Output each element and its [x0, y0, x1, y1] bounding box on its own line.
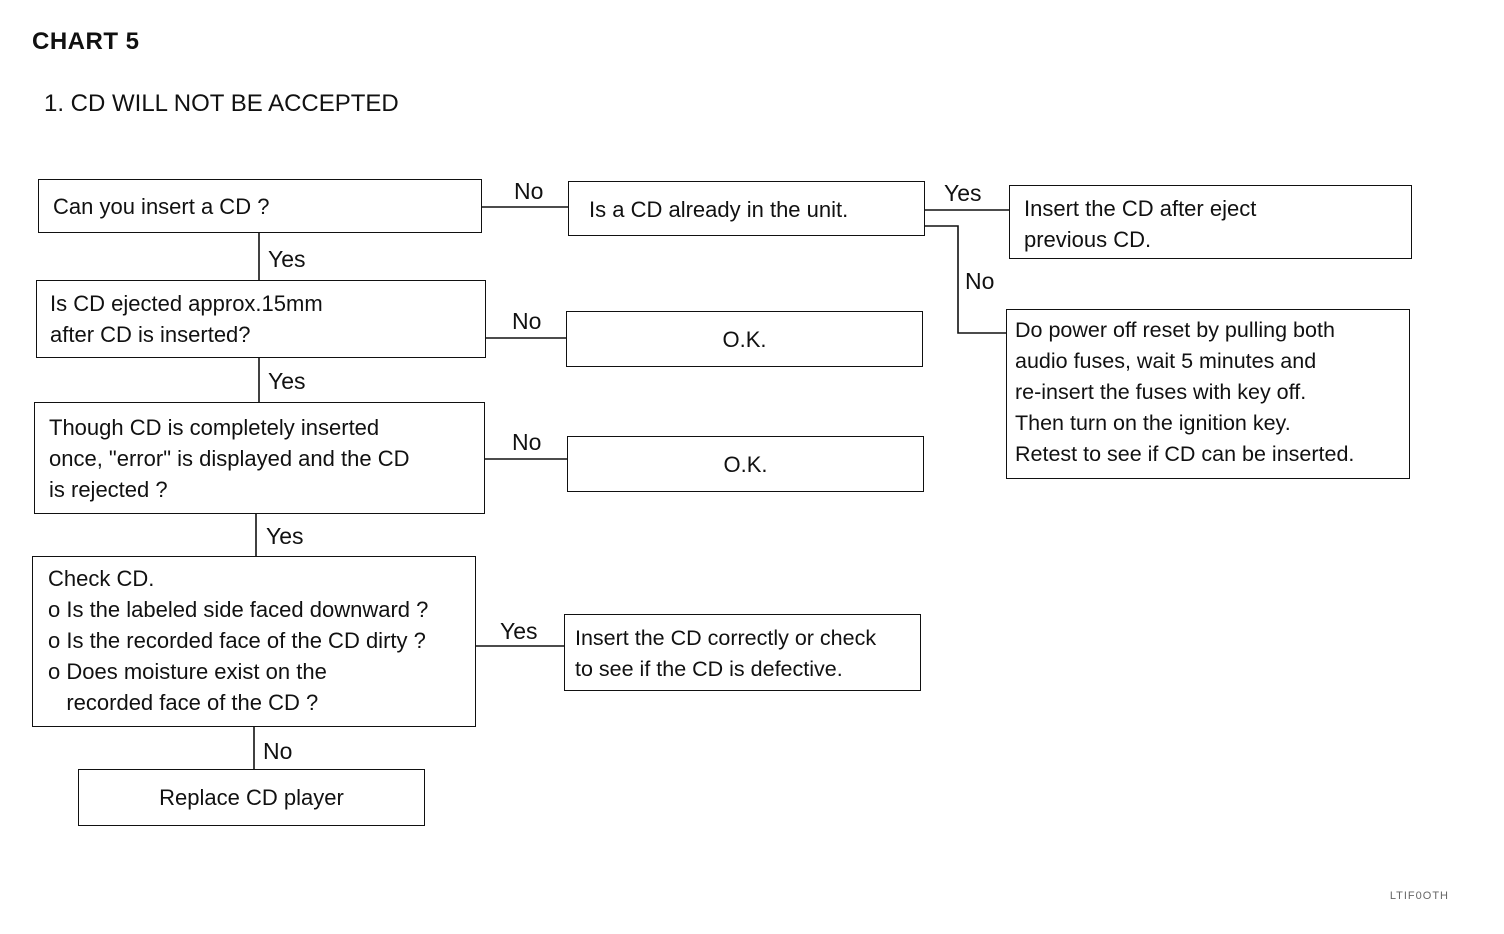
node-text-line: o Does moisture exist on the	[48, 659, 327, 684]
node-insert-after-eject: Insert the CD after eject previous CD.	[1009, 185, 1412, 259]
node-ok-2: O.K.	[567, 436, 924, 492]
edge-label-no: No	[965, 268, 995, 294]
node-text-line: Though CD is completely inserted	[49, 415, 380, 440]
node-text: Can you insert a CD ?	[53, 194, 270, 219]
chart-subtitle: 1. CD WILL NOT BE ACCEPTED	[44, 90, 399, 117]
node-text-line: after CD is inserted?	[50, 322, 251, 347]
node-error-displayed: Though CD is completely inserted once, "…	[34, 402, 485, 514]
document-code: LTIF0OTH	[1389, 890, 1449, 902]
edge-label-no: No	[512, 308, 542, 334]
node-text-line: o Is the labeled side faced downward ?	[48, 597, 429, 622]
edge-label-no: No	[512, 429, 542, 455]
node-cd-ejected-15mm: Is CD ejected approx.15mm after CD is in…	[36, 280, 486, 358]
edge-label-no: No	[514, 178, 544, 204]
node-text-line: audio fuses, wait 5 minutes and	[1015, 349, 1317, 373]
node-text-line: to see if the CD is defective.	[575, 657, 843, 681]
node-can-insert-cd: Can you insert a CD ?	[38, 179, 482, 233]
node-text-line: Insert the CD after eject	[1024, 196, 1257, 221]
node-text-line: previous CD.	[1024, 227, 1152, 252]
chart-title: CHART 5	[32, 28, 140, 55]
node-text-line: re-insert the fuses with key off.	[1015, 380, 1307, 404]
node-text-line: Is CD ejected approx.15mm	[50, 291, 323, 316]
node-text-line: Then turn on the ignition key.	[1015, 411, 1291, 435]
edge-label-no: No	[263, 738, 293, 764]
node-cd-already-in-unit: Is a CD already in the unit.	[568, 181, 925, 236]
edge-label-yes: Yes	[500, 618, 538, 644]
node-power-off-reset: Do power off reset by pulling both audio…	[1006, 309, 1410, 479]
node-insert-correctly: Insert the CD correctly or check to see …	[564, 614, 921, 691]
node-text-line: o Is the recorded face of the CD dirty ?	[48, 628, 426, 653]
node-text-line: recorded face of the CD ?	[48, 690, 319, 715]
node-ok-1: O.K.	[566, 311, 923, 367]
node-text-line: Do power off reset by pulling both	[1015, 318, 1335, 342]
edge-label-yes: Yes	[266, 523, 304, 549]
node-text-line: Retest to see if CD can be inserted.	[1015, 442, 1355, 466]
node-text-line: is rejected ?	[49, 477, 168, 502]
edge-label-yes: Yes	[268, 368, 306, 394]
node-text-line: once, "error" is displayed and the CD	[49, 446, 410, 471]
edge-label-yes: Yes	[268, 246, 306, 272]
node-text: Is a CD already in the unit.	[589, 197, 849, 222]
edge-label-yes: Yes	[944, 180, 982, 206]
connector-already-no	[924, 225, 1007, 334]
node-text-line: Check CD.	[48, 566, 155, 591]
node-check-cd: Check CD. o Is the labeled side faced do…	[32, 556, 476, 727]
node-text-line: Insert the CD correctly or check	[575, 626, 877, 650]
node-text: O.K.	[723, 451, 768, 477]
node-text: Replace CD player	[159, 785, 344, 810]
node-replace-cd-player: Replace CD player	[78, 769, 425, 826]
node-text: O.K.	[722, 326, 767, 352]
